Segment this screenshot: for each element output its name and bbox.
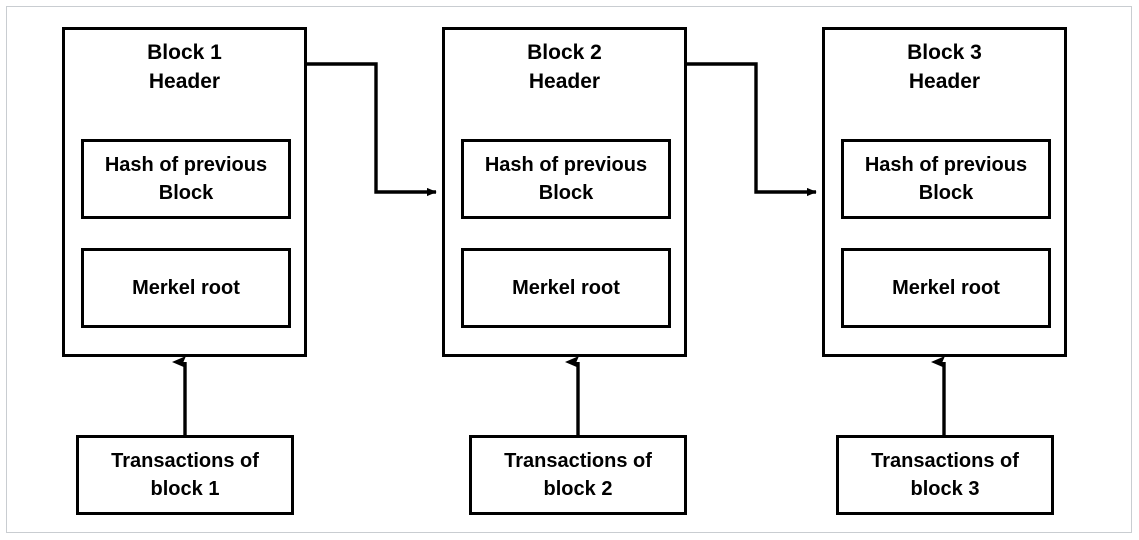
transactions-of-block-2-box: Transactions of block 2	[469, 435, 687, 515]
block-3-hash-label: Hash of previous Block	[864, 154, 1028, 204]
block-3-header-label: Block 3 Header	[907, 41, 982, 93]
transactions-of-block-3-label: Transactions of block 3	[871, 450, 1019, 500]
transactions-of-block-2-label: Transactions of block 2	[504, 450, 652, 500]
block-2-hash-of-previous-block-box: Hash of previous Block	[461, 139, 671, 219]
block-2-merkel-label: Merkel root	[512, 277, 620, 299]
transactions-of-block-1-box: Transactions of block 1	[76, 435, 294, 515]
connector-block-1-to-block-2	[307, 62, 437, 197]
block-3-merkel-root-box: Merkel root	[841, 248, 1051, 328]
block-1-merkel-label: Merkel root	[132, 277, 240, 299]
connector-block-2-to-block-3	[687, 62, 817, 197]
block-1-merkel-root-box: Merkel root	[81, 248, 291, 328]
block-3-merkel-label: Merkel root	[892, 277, 1000, 299]
block-2-hash-label: Hash of previous Block	[484, 154, 648, 204]
block-1-container: Block 1 Header Hash of previous Block Me…	[62, 27, 307, 357]
block-1-hash-label: Hash of previous Block	[104, 154, 268, 204]
block-2-header-label: Block 2 Header	[527, 41, 602, 93]
block-2-container: Block 2 Header Hash of previous Block Me…	[442, 27, 687, 357]
block-1-header-label: Block 1 Header	[147, 41, 222, 93]
transactions-of-block-3-box: Transactions of block 3	[836, 435, 1054, 515]
transactions-of-block-1-label: Transactions of block 1	[111, 450, 259, 500]
block-1-hash-of-previous-block-box: Hash of previous Block	[81, 139, 291, 219]
block-2-merkel-root-box: Merkel root	[461, 248, 671, 328]
block-3-container: Block 3 Header Hash of previous Block Me…	[822, 27, 1067, 357]
block-3-hash-of-previous-block-box: Hash of previous Block	[841, 139, 1051, 219]
